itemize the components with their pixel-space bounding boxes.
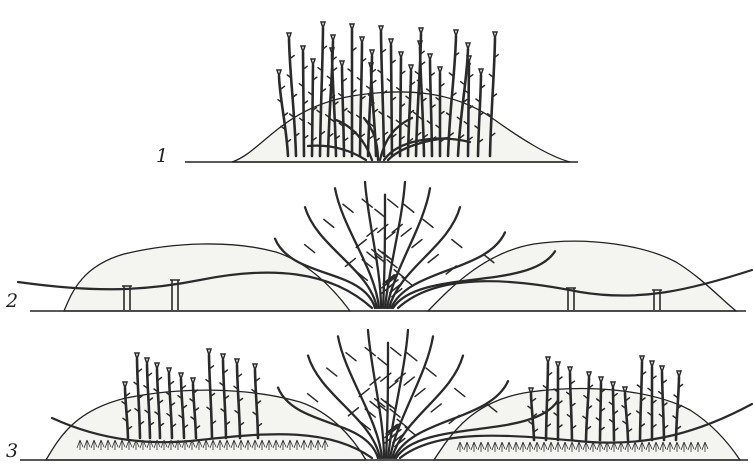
bud (277, 70, 281, 76)
bud (493, 32, 497, 38)
bud (340, 61, 344, 67)
bud (599, 377, 603, 383)
bud (466, 43, 470, 49)
twig (388, 381, 398, 389)
bud (155, 363, 159, 369)
bud (419, 28, 423, 34)
twig (455, 389, 465, 397)
panel-label-2: 2 (5, 290, 18, 312)
bud (221, 354, 225, 360)
bud (479, 69, 483, 75)
bud (311, 59, 315, 65)
bud (587, 372, 591, 378)
twig (308, 394, 318, 402)
bud (360, 37, 364, 43)
bud (389, 39, 393, 45)
bud (454, 30, 458, 36)
bud (167, 368, 171, 374)
bud (546, 357, 550, 363)
twig (404, 204, 414, 212)
panel-label-1: 1 (156, 145, 168, 167)
bud (331, 35, 335, 41)
bud (556, 362, 560, 368)
crown-branch (365, 182, 381, 308)
bud (253, 364, 257, 370)
bud (611, 382, 615, 388)
twig (381, 373, 391, 381)
panel-2: 2 (5, 182, 752, 312)
crown-branch (335, 188, 379, 308)
panel-label-3: 3 (6, 440, 18, 462)
twig (324, 219, 334, 227)
bud (235, 359, 239, 365)
twig (428, 255, 438, 263)
soil-mound-left (64, 244, 350, 311)
twig (343, 204, 353, 212)
bud (207, 349, 211, 355)
soil-mound-right (428, 241, 736, 311)
twig (452, 240, 462, 248)
bud (568, 367, 572, 373)
twig (401, 228, 411, 236)
twig (426, 368, 436, 376)
panel-1: 1 (156, 22, 578, 167)
twig (378, 358, 388, 366)
twig (378, 224, 388, 232)
twig (346, 353, 356, 361)
bud (438, 67, 442, 73)
bud (640, 356, 644, 362)
crown-branch (383, 195, 385, 308)
bud (123, 382, 127, 388)
crown-branch (368, 330, 384, 458)
bud (301, 46, 305, 52)
bud (350, 24, 354, 30)
crown-branch (386, 343, 388, 458)
panel-3: 3 (6, 330, 752, 462)
twig (305, 245, 315, 253)
twig (327, 368, 337, 376)
bud (191, 378, 195, 384)
bud (660, 366, 664, 372)
twig (431, 404, 441, 412)
bud (179, 373, 183, 379)
bud (428, 54, 432, 60)
bud (650, 361, 654, 367)
twig (375, 209, 385, 217)
twig (412, 240, 422, 248)
bud (399, 52, 403, 58)
twig (407, 353, 417, 361)
bud (409, 65, 413, 71)
bud (135, 353, 139, 359)
bud (370, 50, 374, 56)
bud (145, 358, 149, 364)
twig (415, 389, 425, 397)
twig (388, 199, 398, 207)
bud (287, 33, 291, 39)
twig (391, 348, 401, 356)
bud (379, 26, 383, 32)
twig (385, 232, 395, 240)
twig (423, 219, 433, 227)
bud (677, 371, 681, 377)
twig (404, 377, 414, 385)
bud (321, 22, 325, 28)
